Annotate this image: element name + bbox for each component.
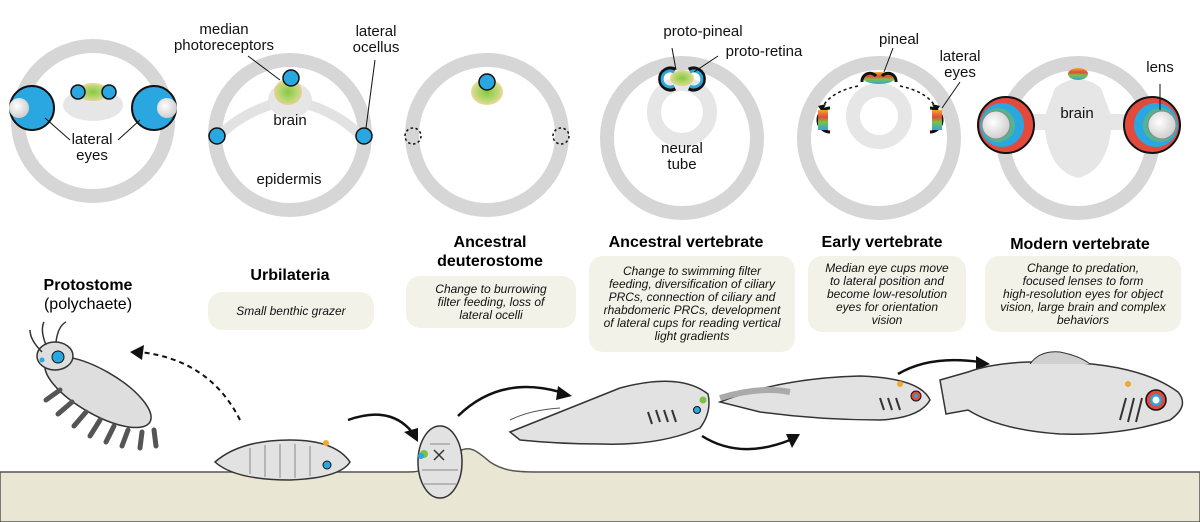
- polychaete-worm: [29, 321, 159, 451]
- section-protostome: [9, 39, 177, 203]
- stage-subtitle-protostome: (polychaete): [43, 296, 133, 313]
- label-neural-tube: neural tube: [661, 140, 703, 173]
- stage-desc-urbilateria: Small benthic grazer: [208, 292, 374, 330]
- arrow-to-ancestral-vertebrate: [457, 385, 561, 417]
- modern-eye-left: [977, 96, 1035, 154]
- early-vertebrate-fish: [717, 375, 931, 421]
- median-photoreceptor-3: [478, 73, 496, 91]
- deuterostome-burrower: [417, 425, 463, 499]
- section-urbilateria: [208, 53, 376, 217]
- seafloor: [0, 448, 1200, 522]
- lateral-ocellus-right: [355, 127, 373, 145]
- label-lateral-eyes-5: lateral eyes: [939, 48, 981, 81]
- urbilaterian-grazer: [213, 439, 351, 481]
- lateral-ocellus-left: [208, 127, 226, 145]
- label-lateral-eyes-1: lateral eyes: [71, 131, 113, 164]
- stage-title-deuterostome: Ancestral deuterostome: [437, 234, 543, 270]
- lateral-eye-right-5: [929, 106, 944, 134]
- label-median-photoreceptors: median photoreceptors: [173, 21, 275, 54]
- lost-ocellus-right: [552, 127, 570, 145]
- arrow-to-early-vertebrate: [701, 434, 791, 451]
- label-epidermis: epidermis: [256, 171, 322, 188]
- stage-title-modern-vertebrate: Modern vertebrate: [1010, 236, 1150, 253]
- label-lateral-ocellus: lateral ocellus: [352, 23, 400, 56]
- lost-ocellus-left: [404, 127, 422, 145]
- modern-eye-right: [1123, 96, 1181, 154]
- label-pineal: pineal: [878, 31, 920, 48]
- label-proto-pineal: proto-pineal: [663, 23, 743, 40]
- stage-title-protostome: Protostome (polychaete): [43, 277, 133, 313]
- median-eye-left: [70, 84, 86, 100]
- label-lens: lens: [1146, 59, 1174, 76]
- section-deuterostome: [404, 53, 570, 217]
- arrow-to-modern-vertebrate: [897, 358, 981, 376]
- label-proto-retina: proto-retina: [725, 43, 803, 60]
- median-eye-right: [101, 84, 117, 100]
- stage-desc-ancestral-vertebrate: Change to swimming filter feeding, diver…: [589, 256, 795, 352]
- section-early-vertebrate: [797, 47, 961, 220]
- stage-desc-modern-vertebrate: Change to predation, focused lenses to f…: [985, 256, 1181, 332]
- arrow-to-protostome: [139, 351, 241, 421]
- arrow-to-deuterostome: [347, 413, 413, 433]
- stage-desc-early-vertebrate: Median eye cups move to lateral position…: [808, 256, 966, 332]
- ancestral-vertebrate-fish: [508, 380, 710, 445]
- stage-title-urbilateria: Urbilateria: [250, 267, 330, 284]
- lateral-eye-left-5: [816, 106, 831, 134]
- stage-desc-deuterostome: Change to burrowing filter feeding, loss…: [406, 276, 576, 328]
- section-ancestral-vertebrate: [600, 47, 764, 220]
- median-photoreceptor: [282, 69, 300, 87]
- modern-vertebrate-fish: [939, 351, 1184, 435]
- stage-title-ancestral-vertebrate: Ancestral vertebrate: [608, 234, 764, 251]
- label-brain-2: brain: [273, 112, 307, 129]
- label-brain-6: brain: [1060, 105, 1094, 122]
- section-modern-vertebrate: [977, 56, 1181, 220]
- stage-title-early-vertebrate: Early vertebrate: [821, 234, 943, 251]
